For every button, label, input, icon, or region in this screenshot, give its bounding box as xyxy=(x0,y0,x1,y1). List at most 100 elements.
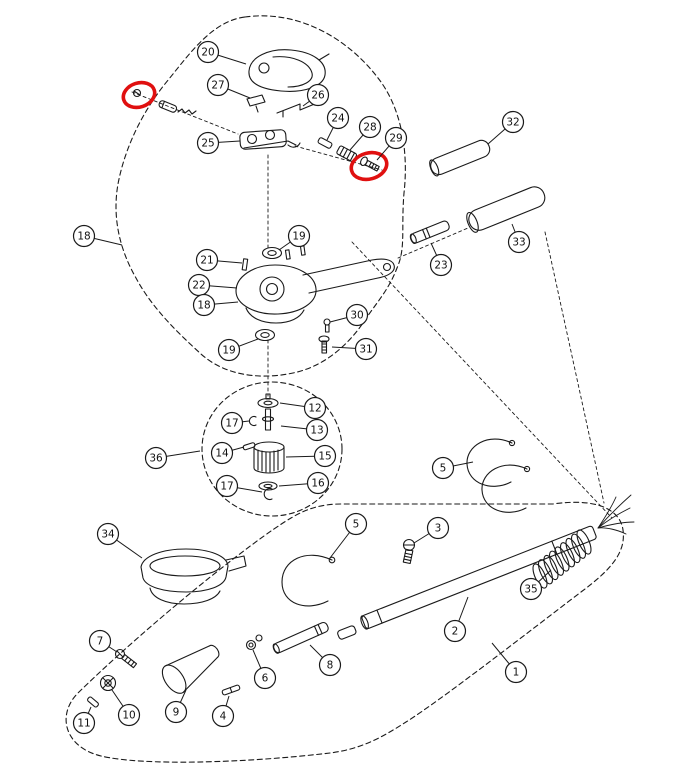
callout-22: 22 xyxy=(187,273,238,297)
callout-circle xyxy=(96,522,120,546)
callout-number: 6 xyxy=(262,673,269,685)
callout-number: 17 xyxy=(225,418,238,430)
callout-circle xyxy=(501,110,525,134)
part-flat-spring xyxy=(276,102,318,118)
callout-number: 19 xyxy=(292,231,305,243)
callout-number: 10 xyxy=(122,710,135,722)
part-washer-19-bottom xyxy=(254,328,276,342)
callout-number: 26 xyxy=(311,90,325,102)
callout-30: 30 xyxy=(329,303,369,327)
callout-27: 27 xyxy=(206,73,251,99)
part-clip-5-mid xyxy=(281,554,336,607)
callout-33: 33 xyxy=(507,223,531,254)
callout-circle xyxy=(306,83,330,107)
part-pin-11 xyxy=(87,696,99,708)
part-screw-left xyxy=(132,88,197,115)
callout-number: 27 xyxy=(211,80,224,92)
callout-circle xyxy=(210,441,234,465)
callout-number: 9 xyxy=(173,707,180,719)
callout-circle xyxy=(195,248,219,272)
callout-12: 12 xyxy=(279,396,327,420)
callout-number: 1 xyxy=(513,667,520,679)
assembly-outlines xyxy=(65,15,624,763)
callout-number: 34 xyxy=(101,529,115,541)
part-coil-spring-35 xyxy=(532,529,592,589)
callout-19: 19 xyxy=(217,338,259,362)
callout-number: 22 xyxy=(192,280,205,292)
callout-5: 5 xyxy=(329,512,368,559)
callout-8: 8 xyxy=(309,644,342,677)
callout-31: 31 xyxy=(331,337,378,361)
part-screw-29 xyxy=(359,156,380,172)
callout-10: 10 xyxy=(111,689,141,727)
part-pin-24 xyxy=(317,137,333,149)
part-shaft-2 xyxy=(360,525,597,630)
part-grip-tube-33 xyxy=(466,186,546,233)
callout-number: 32 xyxy=(506,117,519,129)
callout-circle xyxy=(384,126,408,150)
callout-circle xyxy=(88,629,112,653)
callout-21: 21 xyxy=(195,248,243,272)
part-stem-13 xyxy=(261,408,275,431)
parts-art xyxy=(87,49,635,708)
callout-25: 25 xyxy=(196,131,241,155)
callout-number: 18 xyxy=(197,300,210,312)
callout-circle xyxy=(358,115,382,139)
callout-number: 8 xyxy=(327,660,334,672)
callout-circle xyxy=(326,106,350,130)
callout-17: 17 xyxy=(220,411,250,435)
callout-1: 1 xyxy=(491,642,528,684)
part-cover-plate xyxy=(248,49,330,92)
callout-number: 3 xyxy=(435,523,442,535)
callout-36: 36 xyxy=(144,446,201,470)
part-circlip-17-upper xyxy=(248,415,257,427)
part-pin-4 xyxy=(221,684,241,696)
callout-circle xyxy=(217,338,241,362)
callout-number: 18 xyxy=(77,231,90,243)
part-clips-5-right xyxy=(466,438,531,513)
callout-number: 5 xyxy=(353,519,360,531)
callout-number: 30 xyxy=(350,310,363,322)
callout-number: 21 xyxy=(200,255,213,267)
callout-circle xyxy=(72,224,96,248)
callout-circle xyxy=(215,474,239,498)
callout-24: 24 xyxy=(326,106,350,141)
part-screw-7 xyxy=(114,648,138,669)
callout-circle xyxy=(287,224,311,248)
callout-number: 23 xyxy=(434,260,447,272)
callout-circle xyxy=(354,337,378,361)
part-pawl-mechanism xyxy=(239,129,301,150)
callout-number: 5 xyxy=(440,463,447,475)
callout-26: 26 xyxy=(302,83,330,107)
part-washer-12 xyxy=(257,393,279,409)
cable-fray xyxy=(597,494,635,535)
callout-circle xyxy=(144,446,168,470)
callout-6: 6 xyxy=(252,649,277,690)
callout-32: 32 xyxy=(487,110,525,145)
part-clamp-34 xyxy=(140,548,247,605)
callout-number: 7 xyxy=(97,636,104,648)
callout-circle xyxy=(196,40,220,64)
callout-circle xyxy=(344,512,368,536)
callout-17: 17 xyxy=(215,474,263,498)
callout-circle xyxy=(211,704,235,728)
callout-34: 34 xyxy=(96,522,143,559)
part-gear-15 xyxy=(253,441,285,474)
callout-number: 19 xyxy=(222,345,235,357)
callout-number: 4 xyxy=(220,711,227,723)
callout-number: 15 xyxy=(318,451,331,463)
callout-circle xyxy=(164,700,188,724)
callout-number: 25 xyxy=(201,138,214,150)
callout-3: 3 xyxy=(413,516,450,544)
part-rings-6 xyxy=(245,634,263,651)
part-washer-10 xyxy=(99,674,117,692)
callout-29: 29 xyxy=(376,126,408,161)
callout-circle xyxy=(318,653,342,677)
callout-9: 9 xyxy=(164,689,188,724)
part-connector-23 xyxy=(409,220,450,245)
part-screw-31 xyxy=(318,335,330,354)
callout-14: 14 xyxy=(210,441,245,465)
callout-number: 35 xyxy=(524,584,537,596)
callout-13: 13 xyxy=(280,418,329,442)
part-pin-14 xyxy=(242,442,256,451)
